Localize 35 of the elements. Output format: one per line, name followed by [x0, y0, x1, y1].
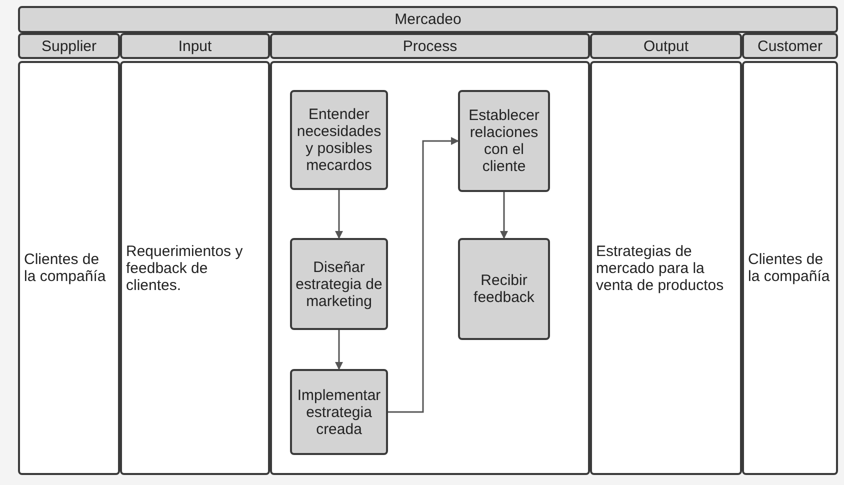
node-label: Clientes de la compañía: [748, 251, 831, 285]
process-panel: [270, 61, 590, 475]
column-header: [270, 33, 590, 59]
node-label: Entender necesidades y posibles mecardos: [296, 106, 382, 174]
process-box: [290, 369, 388, 455]
node-label: Input: [178, 38, 212, 54]
column-header: [120, 33, 270, 59]
node-label: Mercadeo: [394, 11, 462, 28]
column-panel: [18, 61, 120, 475]
node-label: Estrategias de mercado para la venta de productos: [596, 242, 725, 294]
node-label: Requerimientos y feedback de clientes.: [126, 242, 244, 294]
column-panel: [742, 61, 838, 475]
node-label: Diseñar estrategia de marketing: [295, 258, 383, 310]
column-header: [590, 33, 742, 59]
arrow: [335, 330, 343, 370]
arrow: [335, 190, 343, 239]
node-label: Supplier: [41, 38, 97, 54]
process-box: [290, 90, 388, 190]
arrow: [388, 137, 459, 413]
header-band: [18, 6, 838, 33]
process-box: [458, 90, 550, 192]
node-label: Output: [643, 38, 689, 54]
node-label: Process: [402, 38, 458, 54]
column-panel: [120, 61, 270, 475]
node-label: Establecer relaciones con el cliente: [468, 107, 540, 175]
process-box: [290, 238, 388, 330]
column-panel: [590, 61, 742, 475]
process-box: [458, 238, 550, 340]
column-header: [18, 33, 120, 59]
node-label: Customer: [757, 38, 823, 54]
node-label: Implementar estrategia creada: [296, 386, 382, 438]
node-label: Clientes de la compañía: [24, 251, 107, 285]
arrow: [500, 192, 508, 239]
column-header: [742, 33, 838, 59]
node-label: Recibir feedback: [472, 272, 536, 306]
